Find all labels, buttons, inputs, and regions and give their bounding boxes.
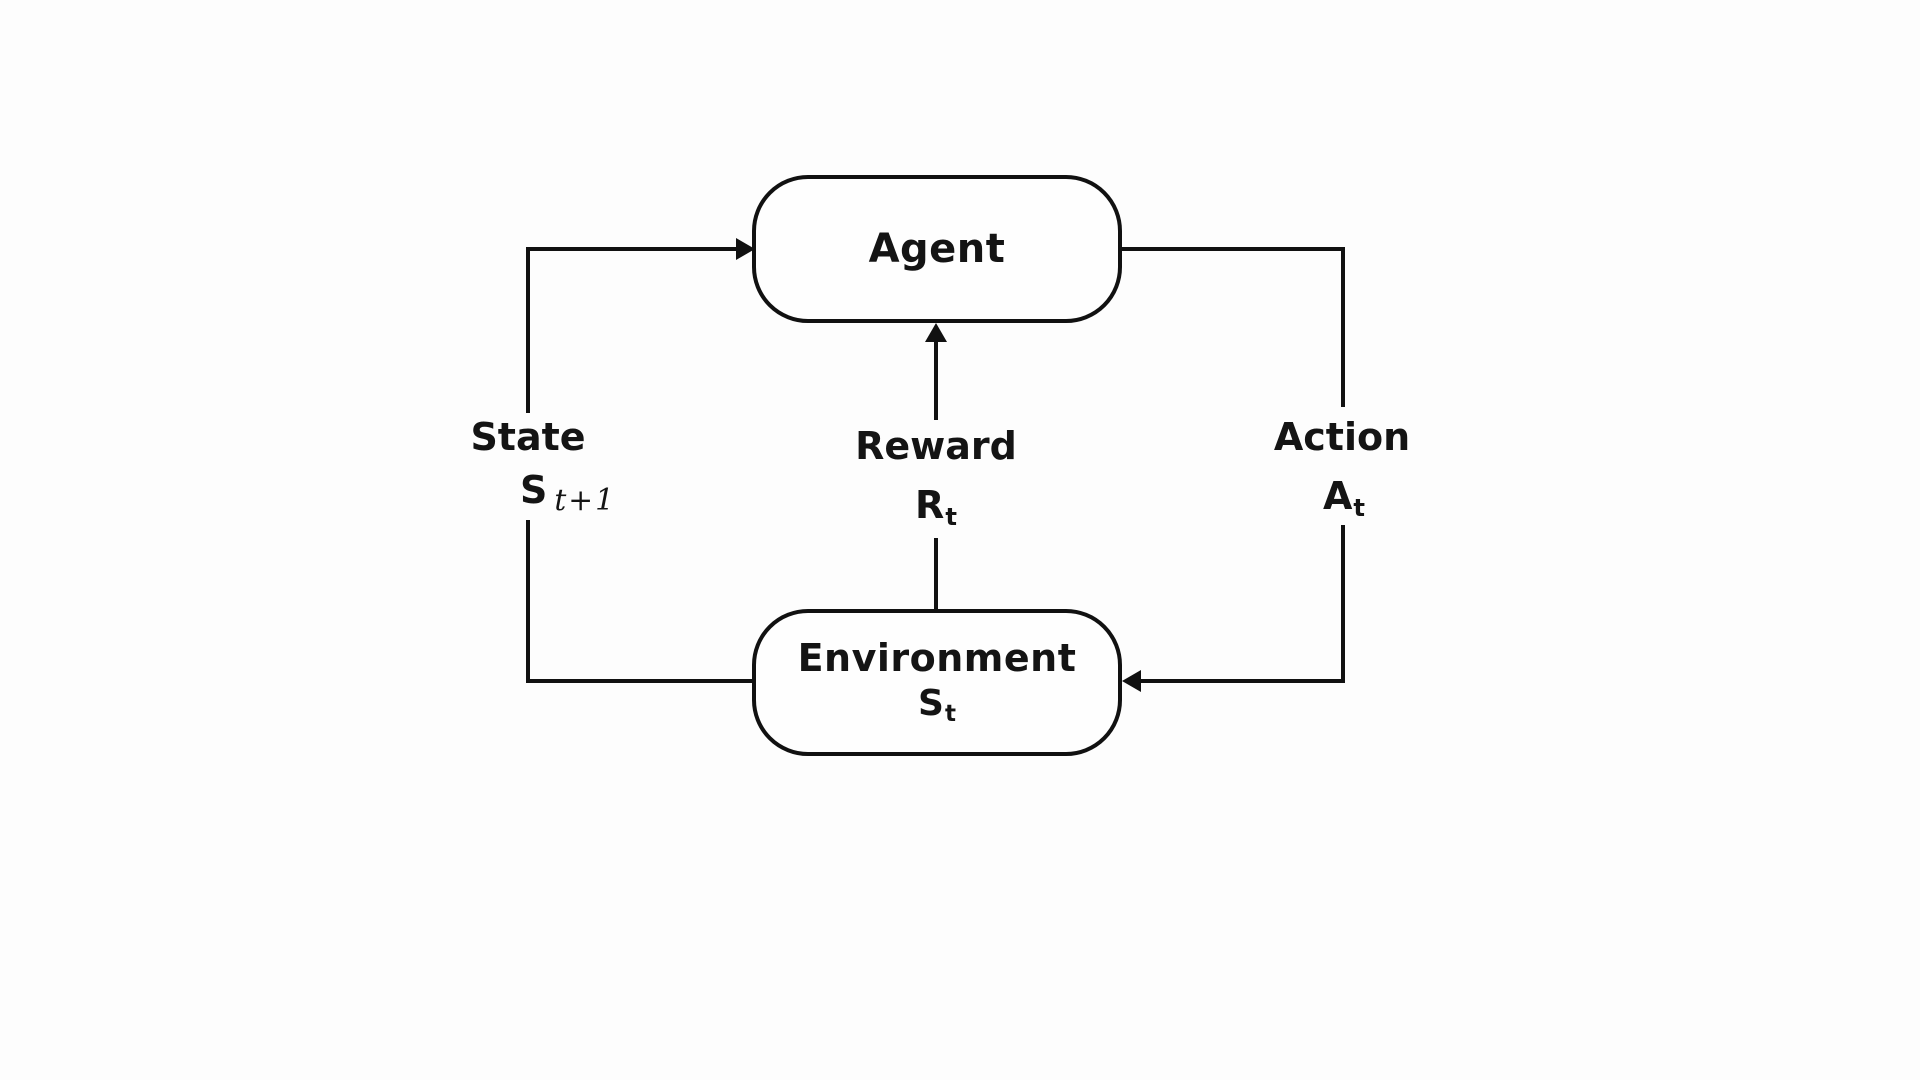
reward-line-lower (934, 538, 938, 613)
environment-state-symbol: St (918, 682, 956, 728)
environment-symbol-base: S (918, 682, 944, 724)
reward-symbol-base: R (915, 483, 945, 527)
reward-line-upper (934, 340, 938, 420)
agent-node: Agent (752, 175, 1122, 323)
state-symbol-subscript: t+1 (554, 481, 616, 517)
state-line-vertical-upper (526, 247, 530, 413)
reward-edge-symbol: Rt (826, 483, 1046, 531)
arrowhead-into-agent-icon (736, 238, 755, 260)
action-edge-symbol: At (1234, 474, 1454, 522)
action-line-top-horizontal (1122, 247, 1345, 251)
environment-node: Environment St (752, 609, 1122, 756)
action-symbol-subscript: t (1353, 492, 1366, 522)
state-line-bottom-horizontal (526, 679, 756, 683)
arrowhead-reward-into-agent-icon (925, 323, 947, 342)
state-symbol-base: S (520, 468, 548, 512)
action-edge-label: Action (1273, 415, 1411, 459)
environment-node-label: Environment (797, 635, 1077, 680)
action-line-bottom-horizontal (1140, 679, 1345, 683)
action-line-vertical-lower (1341, 525, 1345, 683)
action-line-vertical-upper (1341, 247, 1345, 407)
arrowhead-into-environment-icon (1122, 670, 1141, 692)
state-edge-label: State (470, 415, 586, 459)
reward-edge-label: Reward (855, 424, 1017, 468)
environment-symbol-subscript: t (944, 700, 956, 727)
reward-symbol-subscript: t (945, 501, 957, 531)
action-symbol-base: A (1322, 474, 1353, 518)
state-line-vertical-lower (526, 520, 530, 683)
agent-node-label: Agent (868, 226, 1006, 272)
state-line-top-horizontal (528, 247, 740, 251)
